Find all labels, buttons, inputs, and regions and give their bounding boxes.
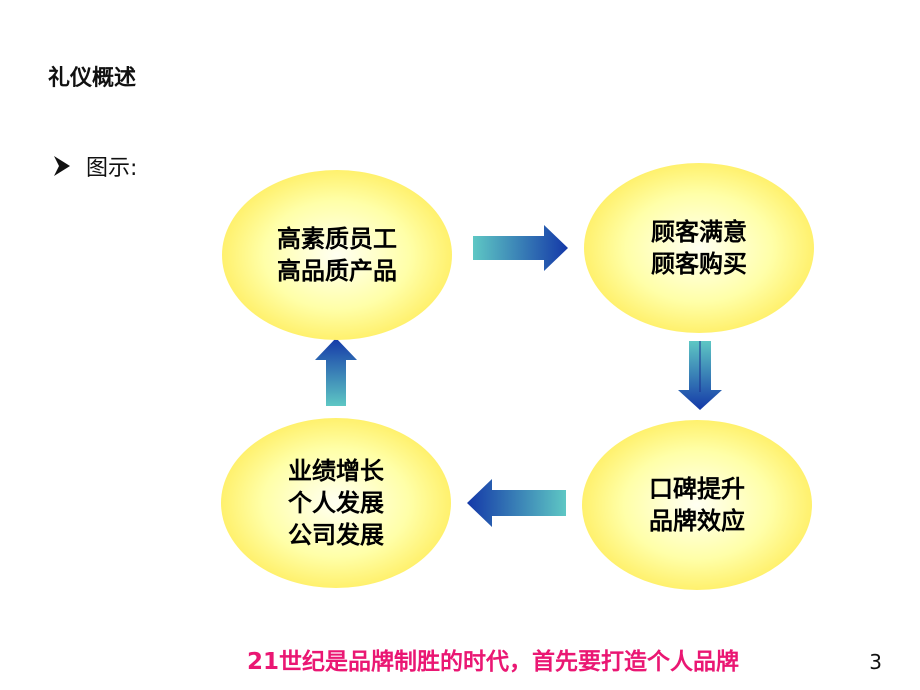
footer-slogan: 21世纪是品牌制胜的时代，首先要打造个人品牌 (247, 649, 740, 675)
page-number: 3 (869, 650, 882, 674)
bullet-arrow-icon (54, 156, 70, 176)
node-line: 业绩增长 (288, 457, 384, 485)
bullet-label: 图示: (86, 156, 138, 181)
arrow-up (315, 338, 357, 406)
node-line: 公司发展 (288, 521, 384, 549)
node-line: 高素质员工 (277, 225, 397, 253)
bullet-item: 图示: (52, 150, 137, 182)
node-quality-staff: 高素质员工 高品质产品 (222, 170, 452, 340)
page-title: 礼仪概述 (48, 66, 137, 91)
arrow-down (678, 341, 722, 410)
node-brand-effect: 口碑提升 品牌效应 (582, 420, 812, 590)
arrow-left (467, 479, 566, 527)
node-customer-satisfaction: 顾客满意 顾客购买 (584, 163, 814, 333)
arrow-right (473, 225, 568, 271)
node-line: 口碑提升 (649, 475, 745, 503)
node-performance-growth: 业绩增长 个人发展 公司发展 (221, 418, 451, 588)
node-line: 个人发展 (288, 489, 384, 517)
node-line: 高品质产品 (277, 257, 397, 285)
node-line: 品牌效应 (649, 507, 745, 535)
node-line: 顾客购买 (651, 250, 747, 278)
node-line: 顾客满意 (651, 218, 747, 246)
